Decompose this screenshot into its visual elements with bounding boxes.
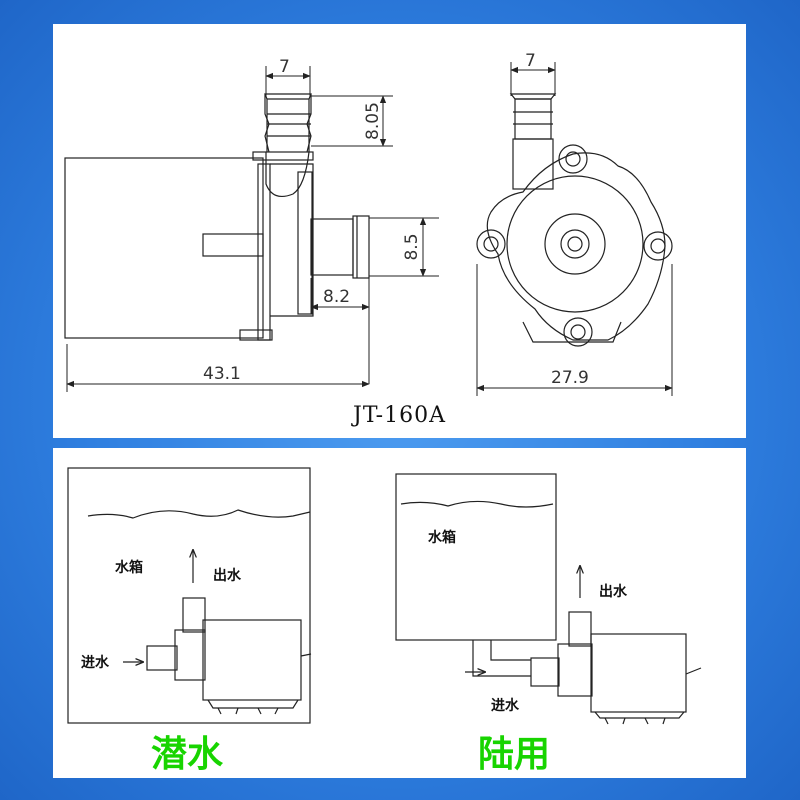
front-view [476,93,673,347]
mode-label-land: 陆用 [478,734,550,775]
dim-front-width: 27.9 [551,368,589,388]
tank-label-submerged: 水箱 [115,559,143,576]
tank-label-land: 水箱 [428,529,456,546]
water-tank-submerged [67,467,311,724]
dim-outlet-diameter: 8.5 [402,233,422,260]
dim-side-inlet-height: 8.05 [363,102,383,140]
dim-total-length: 43.1 [203,364,241,384]
outlet-label-submerged: 出水 [213,567,242,584]
installation-diagram: 水箱 出水 进水 潜水 水箱 出水 进水 陆用 [67,467,702,775]
submerged-diagram [67,467,312,724]
motor-body [64,157,264,339]
pump-dimension-drawing: 7 8.05 8.5 8.2 43.1 [64,51,673,428]
dim-front-inlet-width: 7 [525,51,536,71]
land-diagram [395,473,702,725]
installation-panel: 水箱 出水 进水 潜水 水箱 出水 进水 陆用 [53,448,746,778]
dim-side-inlet-width: 7 [279,57,290,77]
outlet-label-land: 出水 [599,583,628,600]
water-tank-land [395,473,557,641]
dim-outlet-length: 8.2 [323,287,350,307]
technical-drawing-panel: 7 8.05 8.5 8.2 43.1 [53,24,746,438]
inlet-label-land: 进水 [491,697,520,714]
model-label: JT-160A [351,403,446,428]
side-view [64,93,370,341]
water-surface [87,509,311,519]
inlet-label-submerged: 进水 [81,654,110,671]
mode-label-submerged: 潜水 [151,734,224,775]
water-surface-land [400,500,554,508]
